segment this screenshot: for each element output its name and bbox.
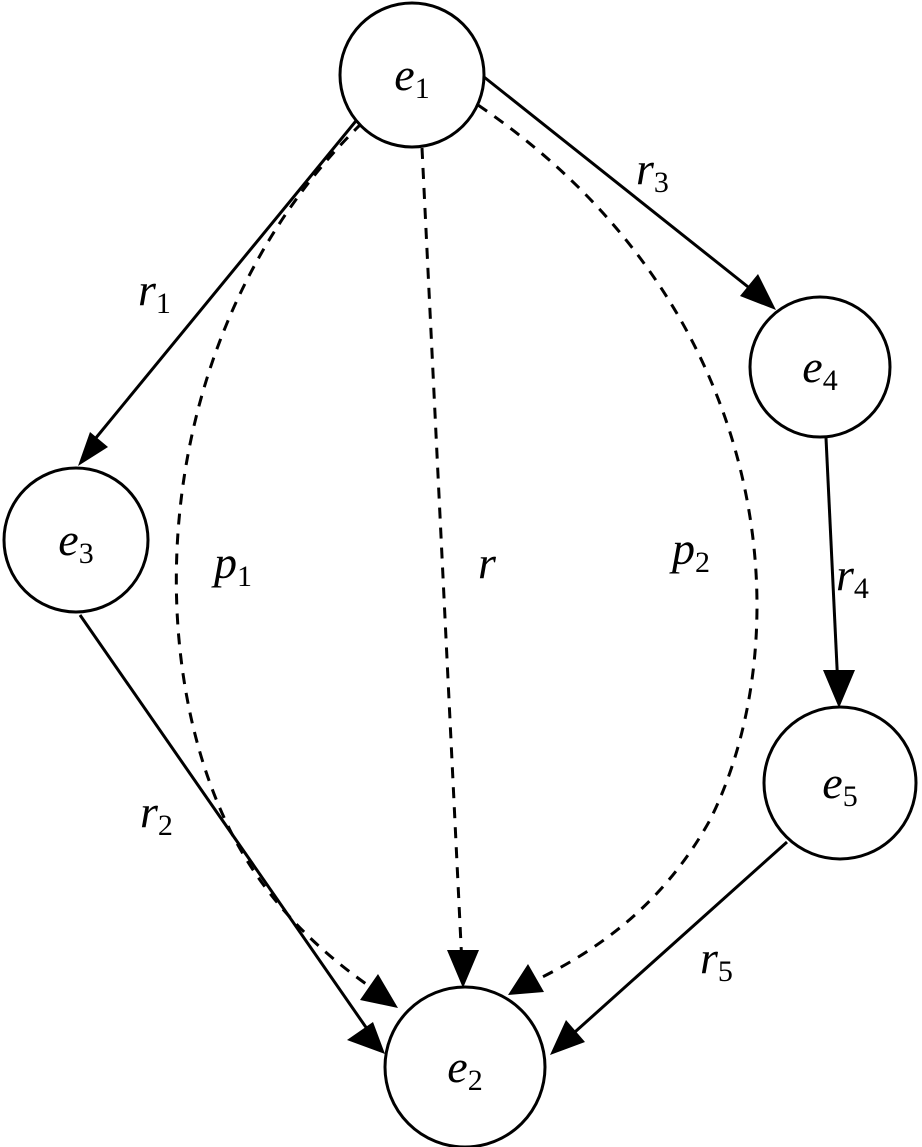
arrowhead-r1 bbox=[78, 432, 108, 466]
edge-r3 bbox=[483, 75, 763, 300]
svg-text:e2: e2 bbox=[447, 1041, 482, 1097]
node-e1: e1 bbox=[338, 1, 486, 149]
svg-text:e1: e1 bbox=[394, 49, 429, 105]
edge-r bbox=[420, 147, 464, 966]
label-r1: r1 bbox=[138, 264, 171, 320]
node-e3: e3 bbox=[2, 466, 150, 614]
arrowhead-r3 bbox=[740, 274, 776, 310]
label-r3: r3 bbox=[636, 143, 669, 199]
arrowhead-r2 bbox=[347, 1022, 385, 1054]
arrowhead-p1 bbox=[360, 974, 398, 1008]
label-r: r bbox=[478, 537, 497, 588]
node-e2: e2 bbox=[383, 985, 547, 1147]
arrowhead-r5 bbox=[550, 1020, 585, 1055]
arrowhead-p2 bbox=[508, 964, 544, 995]
node-e5: e5 bbox=[762, 705, 918, 861]
svg-text:e5: e5 bbox=[822, 757, 857, 813]
label-r4: r4 bbox=[836, 549, 869, 605]
edge-p1 bbox=[174, 121, 383, 997]
arrowhead-r bbox=[447, 950, 479, 988]
node-e4: e4 bbox=[748, 295, 892, 439]
label-r5: r5 bbox=[700, 932, 733, 988]
edge-r4 bbox=[824, 437, 840, 689]
label-p1: p1 bbox=[211, 537, 252, 593]
svg-text:e3: e3 bbox=[58, 514, 93, 570]
label-r2: r2 bbox=[140, 786, 173, 842]
svg-text:e4: e4 bbox=[802, 341, 837, 397]
edge-r5 bbox=[564, 840, 789, 1042]
arrowhead-r4 bbox=[823, 670, 855, 708]
edge-r1 bbox=[84, 115, 362, 451]
edge-p2 bbox=[477, 103, 759, 987]
edge-r2 bbox=[78, 614, 374, 1037]
label-p2: p2 bbox=[669, 523, 710, 579]
